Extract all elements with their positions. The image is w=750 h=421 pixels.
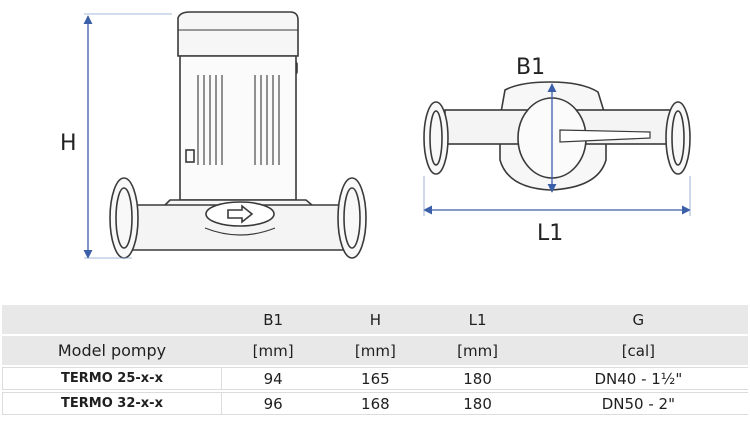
column-name-l1: L1 [426,305,529,334]
h-dimension-label: H [60,131,77,156]
cell-b1: 96 [222,392,325,415]
specification-table: B1 H L1 G Model pompy [mm] [mm] [mm] [ca… [2,303,748,417]
column-unit-b1: [mm] [222,336,325,365]
pump-top-view [423,81,691,191]
model-name: TERMO 32-x-x [2,392,222,415]
cell-h: 165 [324,367,427,390]
table-header-empty [2,305,222,334]
model-column-header: Model pompy [2,336,222,365]
column-name-b1: B1 [222,305,325,334]
column-name-h: H [324,305,427,334]
cell-l1: 180 [426,392,529,415]
column-unit-h: [mm] [324,336,427,365]
cell-g: DN50 - 2" [528,392,748,415]
cell-h: 168 [324,392,427,415]
table-row: TERMO 25-x-x 94 165 180 DN40 - 1½" [2,367,748,390]
b1-dimension-label: B1 [516,55,545,80]
pump-side-view [109,11,367,259]
column-unit-g: [cal] [528,336,748,365]
table-header-units: Model pompy [mm] [mm] [mm] [cal] [2,336,748,365]
cell-b1: 94 [222,367,325,390]
pump-technical-drawing: H B1 L1 [60,11,691,259]
h-dimension-line [83,13,172,259]
l1-dimension-label: L1 [537,221,563,246]
table-row: TERMO 32-x-x 96 168 180 DN50 - 2" [2,392,748,415]
l1-dimension-line [423,176,691,216]
cell-g: DN40 - 1½" [528,367,748,390]
cell-l1: 180 [426,367,529,390]
column-name-g: G [528,305,748,334]
table-header-names: B1 H L1 G [2,305,748,334]
column-unit-l1: [mm] [426,336,529,365]
model-name: TERMO 25-x-x [2,367,222,390]
